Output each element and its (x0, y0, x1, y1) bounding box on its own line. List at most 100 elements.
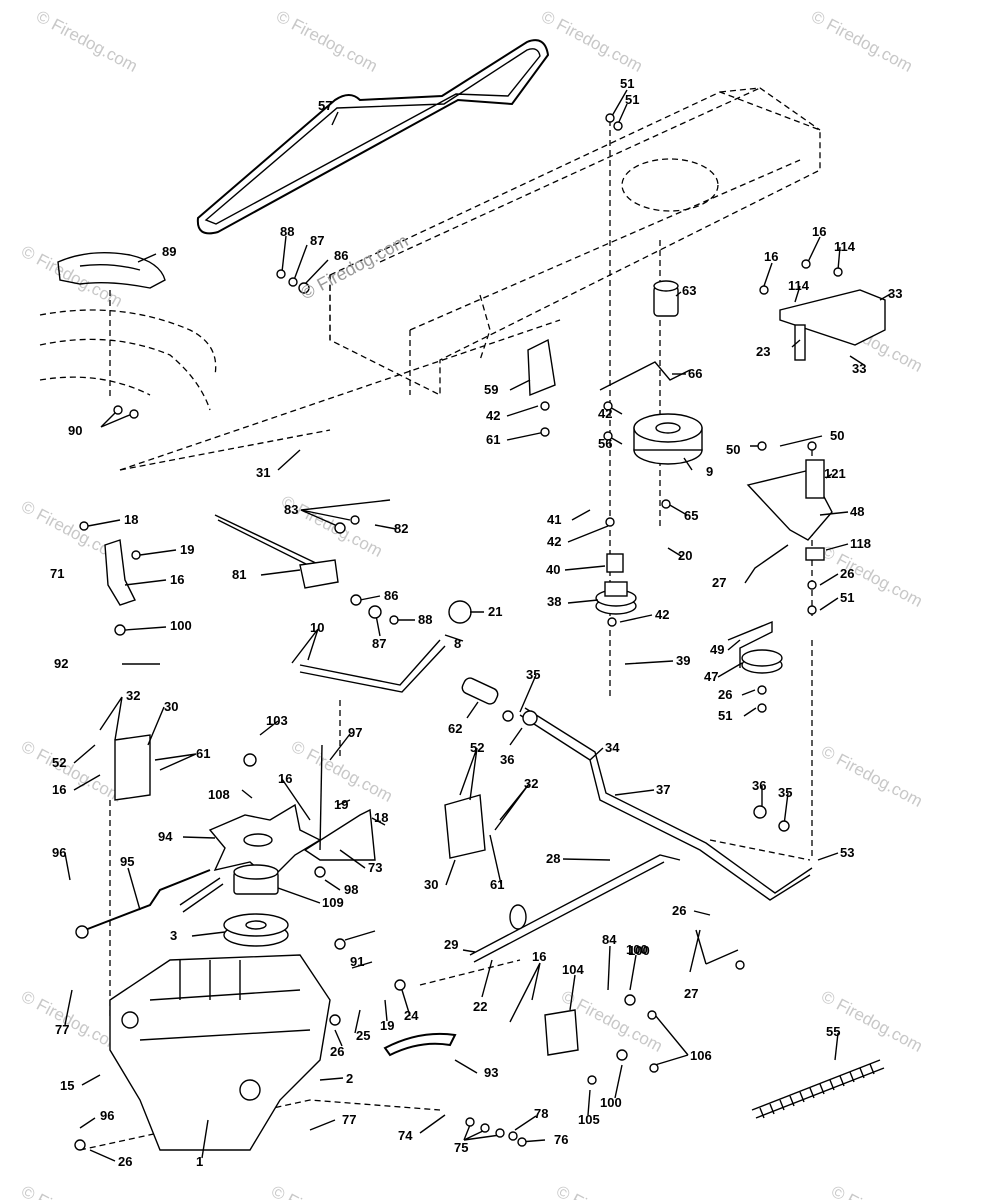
part-label-62: 62 (448, 721, 462, 736)
part-label-19: 19 (180, 542, 194, 557)
bracket-73 (303, 744, 376, 861)
part-label-93: 93 (484, 1065, 498, 1080)
bracket-23 (779, 289, 886, 361)
part-label-61: 61 (490, 877, 504, 892)
part-label-96: 96 (52, 845, 66, 860)
part-label-28: 28 (546, 851, 560, 866)
part-label-30: 30 (424, 877, 438, 892)
part-label-19: 19 (380, 1018, 394, 1033)
watermark: © Firedog.com (18, 1182, 126, 1200)
hose-93 (383, 1032, 457, 1057)
part-label-86: 86 (334, 248, 348, 263)
part-label-47: 47 (704, 669, 718, 684)
part-label-104: 104 (562, 962, 584, 977)
part-label-33: 33 (888, 286, 902, 301)
part-label-53: 53 (840, 845, 854, 860)
part-label-84: 84 (602, 932, 617, 947)
watermark: © Firedog.com (288, 737, 396, 806)
part-label-16: 16 (170, 572, 184, 587)
part-label-100: 100 (170, 618, 192, 633)
part-label-27: 27 (684, 986, 698, 1001)
part-label-18: 18 (374, 810, 388, 825)
part-label-10: 10 (310, 620, 324, 635)
part-label-42: 42 (598, 406, 612, 421)
part-label-95: 95 (120, 854, 134, 869)
part-label-77: 77 (342, 1112, 356, 1127)
part-label-26: 26 (330, 1044, 344, 1059)
part-label-16: 16 (812, 224, 826, 239)
part-label-100: 100 (600, 1095, 622, 1110)
part-label-73: 73 (368, 860, 382, 875)
part-label-48: 48 (850, 504, 864, 519)
part-label-31: 31 (256, 465, 270, 480)
part-label-82: 82 (394, 521, 408, 536)
part-label-91: 91 (350, 954, 364, 969)
shaft-95 (75, 869, 211, 939)
part-label-108: 108 (208, 787, 230, 802)
pulley-3 (223, 913, 289, 947)
watermark: © Firedog.com (828, 1182, 936, 1200)
part-label-77: 77 (55, 1022, 69, 1037)
part-label-63: 63 (682, 283, 696, 298)
belt-57 (196, 39, 550, 235)
part-label-106: 106 (690, 1048, 712, 1063)
part-label-50: 50 (726, 442, 740, 457)
part-label-52: 52 (52, 755, 66, 770)
watermark: © Firedog.com (553, 1182, 661, 1200)
bracket-59-66 (527, 338, 691, 397)
leader-lines (64, 89, 893, 1162)
part-label-49: 49 (710, 642, 724, 657)
part-label-29: 29 (444, 937, 458, 952)
part-label-75: 75 (454, 1140, 468, 1155)
part-label-33: 33 (852, 361, 866, 376)
part-label-36: 36 (500, 752, 514, 767)
pulley-109 (233, 864, 279, 895)
watermark: © Firedog.com (268, 1182, 376, 1200)
part-label-103: 103 (266, 713, 288, 728)
part-label-19: 19 (334, 797, 348, 812)
part-label-51: 51 (840, 590, 854, 605)
part-label-87: 87 (372, 636, 386, 651)
part-label-114: 114 (834, 239, 856, 254)
idler-bracket-48 (746, 459, 833, 561)
watermark: © Firedog.com (808, 7, 916, 76)
part-label-59: 59 (484, 382, 498, 397)
part-label-18: 18 (124, 512, 138, 527)
part-label-1: 1 (196, 1154, 203, 1169)
part-label-100: 100 (626, 942, 648, 957)
plate-30-left (114, 734, 151, 801)
spring-55 (751, 1059, 885, 1119)
part-label-57: 57 (318, 98, 332, 113)
part-label-90: 90 (68, 423, 82, 438)
part-label-2: 2 (346, 1071, 353, 1086)
part-label-105: 105 (578, 1112, 600, 1127)
sleeve-62 (461, 677, 499, 705)
part-label-55: 55 (826, 1024, 840, 1039)
part-label-71: 71 (50, 566, 64, 581)
rod-28 (469, 854, 681, 963)
part-label-39: 39 (676, 653, 690, 668)
part-label-38: 38 (547, 594, 561, 609)
part-label-32: 32 (524, 776, 538, 791)
part-label-22: 22 (473, 999, 487, 1014)
part-label-50: 50 (830, 428, 844, 443)
part-label-32: 32 (126, 688, 140, 703)
part-label-9: 9 (706, 464, 713, 479)
part-label-16: 16 (278, 771, 292, 786)
watermark: © Firedog.com (18, 737, 126, 806)
part-label-26: 26 (672, 903, 686, 918)
part-label-88: 88 (280, 224, 294, 239)
part-label-61: 61 (196, 746, 210, 761)
part-label-61: 61 (486, 432, 500, 447)
arm-81 (214, 514, 339, 589)
part-label-15: 15 (60, 1078, 74, 1093)
part-label-121: 121 (824, 466, 846, 481)
rod-8-shift (299, 600, 472, 693)
hardware (74, 113, 843, 1151)
part-label-42: 42 (655, 607, 669, 622)
watermark: © Firedog.com (538, 7, 646, 76)
part-label-87: 87 (310, 233, 324, 248)
part-label-98: 98 (344, 882, 358, 897)
